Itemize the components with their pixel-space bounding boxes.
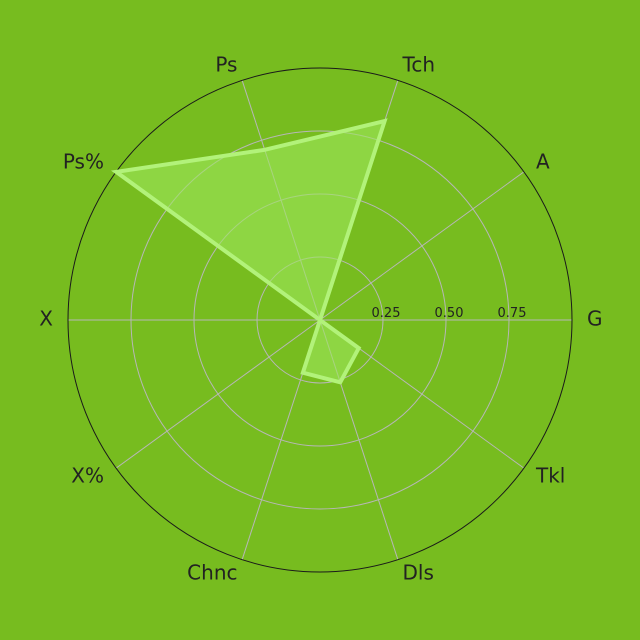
- axis-label-a: A: [536, 150, 550, 174]
- ring-tick-label-0: 0.25: [372, 306, 401, 321]
- axis-label-ps: Ps: [215, 53, 237, 77]
- axis-label-ps-: Ps%: [63, 150, 104, 174]
- axis-label-tch: Tch: [402, 53, 436, 77]
- spoke-x-: [115, 319, 321, 469]
- series-layer: [110, 118, 388, 385]
- axis-label-chnc: Chnc: [187, 560, 237, 584]
- axis-label-dls: Dls: [403, 560, 434, 584]
- axis-label-g: G: [587, 307, 603, 331]
- series-area-0: [110, 118, 388, 385]
- axis-label-x: X: [39, 307, 53, 331]
- axis-label-x-: X%: [71, 463, 104, 487]
- ring-tick-label-2: 0.75: [498, 306, 527, 321]
- axis-label-tkl: Tkl: [535, 463, 565, 487]
- outer-ring: [67, 67, 573, 573]
- spoke-a: [319, 171, 525, 321]
- ring-tick-label-1: 0.50: [435, 306, 464, 321]
